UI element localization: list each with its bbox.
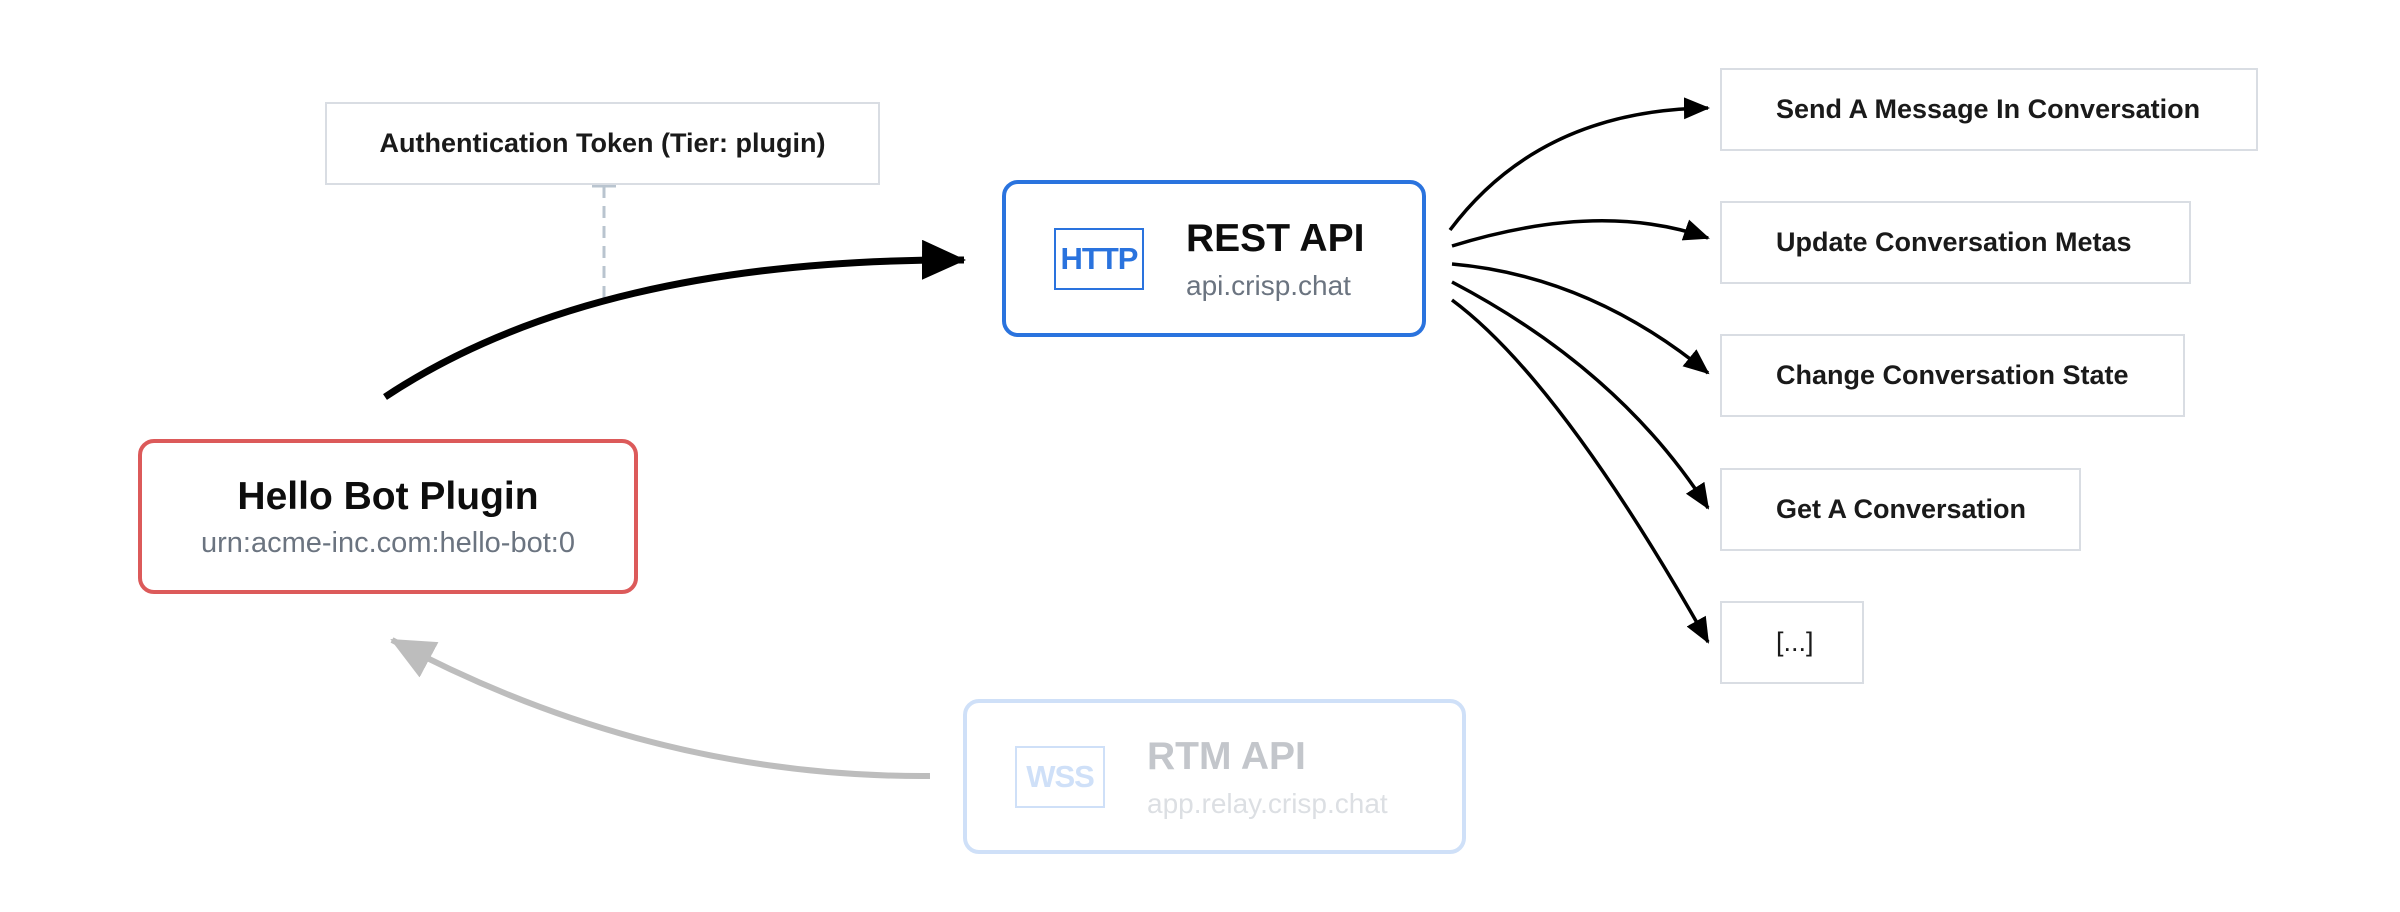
http-icon: HTTP	[1054, 227, 1144, 290]
rest-to-endpoint-arrow-0	[1448, 97, 1710, 232]
rest-to-endpoint-arrow-3	[1451, 280, 1710, 510]
rtm-api-node: WSS RTM API app.relay.crisp.chat	[963, 699, 1466, 854]
endpoint-label: [...]	[1776, 627, 1814, 657]
auth-token-label: Authentication Token (Tier: plugin)	[379, 128, 826, 158]
endpoint-more: [...]	[1720, 601, 1864, 684]
endpoint-change-state: Change Conversation State	[1720, 334, 2185, 417]
endpoint-label: Change Conversation State	[1776, 360, 2129, 390]
plugin-node: Hello Bot Plugin urn:acme-inc.com:hello-…	[138, 439, 638, 594]
rest-to-endpoint-arrow-1	[1451, 219, 1710, 248]
rest-api-node: HTTP REST API api.crisp.chat	[1002, 180, 1426, 337]
auth-token-box: Authentication Token (Tier: plugin)	[325, 102, 880, 185]
plugin-to-rest-arrow	[383, 239, 966, 400]
wss-icon: WSS	[1015, 745, 1105, 808]
endpoint-get-conversation: Get A Conversation	[1720, 468, 2081, 551]
rest-api-title: REST API	[1186, 216, 1365, 260]
wss-icon-label: WSS	[1026, 758, 1095, 794]
rest-to-endpoint-arrow-4	[1450, 298, 1710, 644]
endpoint-label: Get A Conversation	[1776, 494, 2027, 524]
endpoint-update-metas: Update Conversation Metas	[1720, 201, 2191, 284]
rtm-to-plugin-arrow	[390, 637, 931, 780]
plugin-urn: urn:acme-inc.com:hello-bot:0	[201, 527, 575, 559]
plugin-name: Hello Bot Plugin	[237, 475, 539, 518]
rtm-api-host: app.relay.crisp.chat	[1147, 787, 1388, 819]
http-icon-label: HTTP	[1060, 240, 1139, 276]
rest-to-endpoint-arrow-2	[1451, 262, 1710, 375]
endpoint-label: Update Conversation Metas	[1776, 227, 2132, 257]
rest-api-host: api.crisp.chat	[1186, 269, 1351, 301]
endpoint-send-message: Send A Message In Conversation	[1720, 68, 2258, 151]
endpoint-label: Send A Message In Conversation	[1776, 94, 2201, 124]
rtm-api-title: RTM API	[1147, 734, 1306, 778]
